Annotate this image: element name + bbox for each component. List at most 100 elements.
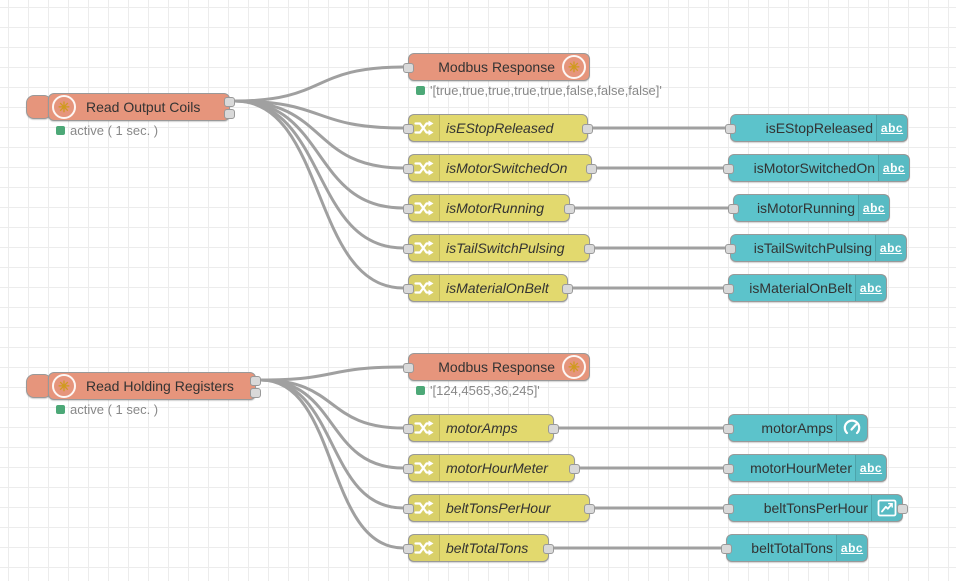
icon-region — [409, 415, 440, 441]
wire[interactable] — [234, 99, 404, 290]
output-port[interactable] — [584, 504, 595, 514]
input-port[interactable] — [725, 244, 736, 254]
input-port[interactable] — [728, 204, 739, 214]
shuffle-icon — [414, 420, 434, 436]
shuffle-icon — [414, 540, 434, 556]
node-modbus-response-1[interactable]: Modbus Response✳ — [403, 53, 590, 81]
wire[interactable] — [260, 378, 404, 550]
input-port[interactable] — [403, 284, 414, 294]
wire[interactable] — [260, 378, 404, 510]
node-read-holding-registers[interactable]: Read Holding Registers✳ — [48, 372, 261, 400]
input-port[interactable] — [723, 284, 734, 294]
icon-region: abc — [876, 115, 907, 141]
output-port[interactable] — [543, 544, 554, 554]
wire[interactable] — [234, 99, 404, 210]
node-modbus-response-2[interactable]: Modbus Response✳ — [403, 353, 590, 381]
gauge-icon — [843, 419, 861, 435]
input-port[interactable] — [403, 244, 414, 254]
node-label: isTailSwitchPulsing — [753, 240, 872, 256]
shuffle-icon — [414, 160, 434, 176]
wire[interactable] — [234, 99, 404, 170]
shuffle-icon — [414, 200, 434, 216]
input-port[interactable] — [403, 464, 414, 474]
output-port[interactable] — [584, 244, 595, 254]
asterisk-glyph: ✳ — [568, 59, 580, 75]
output-port[interactable] — [250, 376, 261, 386]
icon-region — [409, 535, 440, 561]
node-change-motorHourMeter[interactable]: motorHourMeter — [403, 454, 580, 482]
status-dot — [416, 86, 425, 95]
chart-icon — [877, 499, 897, 517]
input-port[interactable] — [403, 63, 414, 73]
output-port[interactable] — [582, 124, 593, 134]
node-change-isMaterialOnBelt[interactable]: isMaterialOnBelt — [403, 274, 573, 302]
wire[interactable] — [260, 365, 404, 382]
node-label: isMotorSwitchedOn — [753, 160, 875, 176]
node-ui-beltTonsPerHour[interactable]: beltTonsPerHour — [723, 494, 908, 522]
icon-region — [409, 455, 440, 481]
output-port[interactable] — [897, 504, 908, 514]
icon-region: abc — [855, 455, 886, 481]
output-port[interactable] — [586, 164, 597, 174]
input-port[interactable] — [725, 124, 736, 134]
wire[interactable] — [234, 99, 404, 130]
status-text: active ( 1 sec. ) — [70, 123, 159, 138]
input-port[interactable] — [403, 424, 414, 434]
status-text: '[124,4565,36,245]' — [430, 383, 540, 398]
wire[interactable] — [260, 378, 404, 470]
wire[interactable] — [260, 378, 404, 430]
abc-text-icon: abc — [879, 241, 903, 255]
input-port[interactable] — [403, 544, 414, 554]
wire[interactable] — [234, 65, 404, 103]
abc-text-icon: abc — [859, 461, 883, 475]
output-port[interactable] — [562, 284, 573, 294]
input-port[interactable] — [403, 124, 414, 134]
output-port[interactable] — [224, 97, 235, 107]
output-port[interactable] — [250, 388, 261, 398]
input-port[interactable] — [403, 363, 414, 373]
icon-region — [409, 115, 440, 141]
output-port[interactable] — [569, 464, 580, 474]
wire[interactable] — [234, 99, 404, 250]
input-port[interactable] — [723, 424, 734, 434]
node-change-isTailSwitchPulsing[interactable]: isTailSwitchPulsing — [403, 234, 595, 262]
shuffle-icon — [414, 280, 434, 296]
status-text: active ( 1 sec. ) — [70, 402, 159, 417]
input-port[interactable] — [721, 544, 732, 554]
input-port[interactable] — [723, 464, 734, 474]
output-port[interactable] — [564, 204, 575, 214]
input-port[interactable] — [723, 164, 734, 174]
abc-text-icon: abc — [880, 121, 904, 135]
inject-button-read-output-coils[interactable] — [26, 95, 52, 119]
node-ui-motorAmps[interactable]: motorAmps — [723, 414, 868, 442]
node-change-isEStopReleased[interactable]: isEStopReleased — [403, 114, 593, 142]
node-read-output-coils[interactable]: Read Output Coils✳ — [48, 93, 235, 121]
node-change-beltTonsPerHour[interactable]: beltTonsPerHour — [403, 494, 595, 522]
node-change-isMotorRunning[interactable]: isMotorRunning — [403, 194, 575, 222]
icon-region: ✳ — [559, 54, 589, 80]
status-dot — [416, 386, 425, 395]
input-port[interactable] — [403, 504, 414, 514]
node-change-beltTotalTons[interactable]: beltTotalTons — [403, 534, 554, 562]
input-port[interactable] — [403, 204, 414, 214]
output-port[interactable] — [224, 109, 235, 119]
icon-region: ✳ — [559, 354, 589, 380]
output-port[interactable] — [548, 424, 559, 434]
input-port[interactable] — [403, 164, 414, 174]
node-change-motorAmps[interactable]: motorAmps — [403, 414, 559, 442]
node-label: isTailSwitchPulsing — [446, 240, 565, 256]
inject-button-read-holding-registers[interactable] — [26, 374, 52, 398]
input-port[interactable] — [723, 504, 734, 514]
node-ui-isTailSwitchPulsing[interactable]: isTailSwitchPulsing abc — [725, 234, 907, 262]
node-label: isMotorRunning — [756, 200, 855, 216]
node-change-isMotorSwitchedOn[interactable]: isMotorSwitchedOn — [403, 154, 597, 182]
icon-region: abc — [875, 235, 906, 261]
